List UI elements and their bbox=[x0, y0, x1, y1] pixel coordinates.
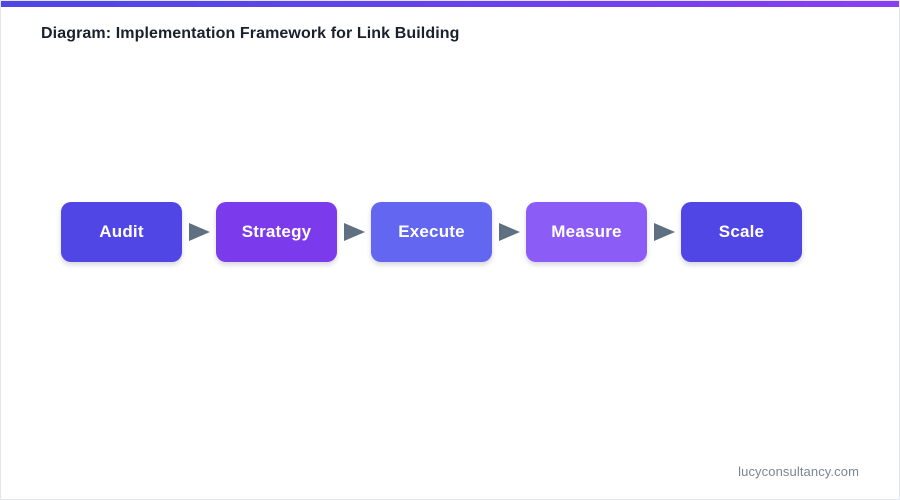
flow-arrow-icon bbox=[647, 202, 681, 262]
flow-node-execute[interactable]: Execute bbox=[371, 202, 492, 262]
flow-node-audit[interactable]: Audit bbox=[61, 202, 182, 262]
top-accent-bar bbox=[1, 1, 899, 7]
flow-node-measure[interactable]: Measure bbox=[526, 202, 647, 262]
process-flow-diagram: Audit Strategy Execute Measure bbox=[61, 202, 802, 262]
flow-arrow-icon bbox=[182, 202, 216, 262]
footer-source-url: lucyconsultancy.com bbox=[738, 464, 859, 479]
flow-arrow-icon bbox=[337, 202, 371, 262]
flow-node-label: Audit bbox=[99, 222, 144, 241]
flow-arrow-icon bbox=[492, 202, 526, 262]
flow-node-label: Measure bbox=[551, 222, 622, 241]
flow-node-strategy[interactable]: Strategy bbox=[216, 202, 337, 262]
page-title: Diagram: Implementation Framework for Li… bbox=[41, 25, 460, 42]
flow-node-scale[interactable]: Scale bbox=[681, 202, 802, 262]
flow-node-label: Execute bbox=[398, 222, 465, 241]
flow-node-label: Strategy bbox=[241, 222, 312, 241]
flow-node-label: Scale bbox=[718, 222, 765, 241]
